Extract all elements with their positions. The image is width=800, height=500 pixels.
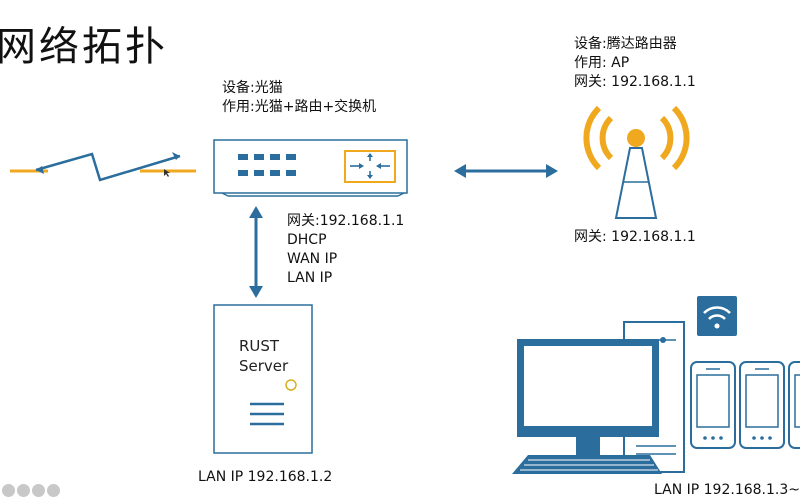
prev-slide-icon[interactable] [2, 484, 15, 497]
phone-icon [690, 361, 736, 449]
router-device-label: 设备:腾达路由器 [574, 36, 677, 52]
modem-router-link [454, 164, 558, 178]
desktop-icon [512, 321, 685, 474]
zoom-icon[interactable] [32, 484, 45, 497]
modem-icon [213, 139, 408, 197]
server-label-line1: RUST [239, 337, 280, 355]
modem-device-label: 设备:光猫 [222, 80, 283, 96]
router-info: 设备:腾达路由器 作用: AP 网关: 192.168.1.1 [574, 35, 696, 92]
wifi-icon [697, 296, 737, 336]
modem-server-link [249, 206, 263, 298]
lightning-icon [35, 152, 181, 182]
server-label: RUST Server [239, 336, 288, 376]
page-title: 网络拓扑 [0, 24, 168, 70]
menu-icon[interactable] [47, 484, 60, 497]
slide-toolbar [2, 484, 60, 497]
server-icon [213, 304, 313, 454]
phone-icon [788, 361, 800, 449]
router-gateway-below: 网关: 192.168.1.1 [574, 229, 696, 245]
router-icon [583, 105, 690, 219]
server-label-line2: Server [239, 357, 289, 375]
services-dhcp: DHCP [287, 232, 327, 248]
fiber-link [10, 152, 196, 182]
router-role-label: 作用: AP [574, 55, 630, 71]
services-lan-ip: LAN IP [287, 270, 333, 286]
server-lan-ip: LAN IP 192.168.1.2 [198, 469, 333, 485]
phone-icon [739, 361, 785, 449]
next-slide-icon[interactable] [17, 484, 30, 497]
modem-services: 网关:192.168.1.1 DHCP WAN IP LAN IP [287, 212, 404, 288]
router-gateway-label: 网关: 192.168.1.1 [574, 74, 696, 90]
modem-info: 设备:光猫 作用:光猫+路由+交换机 [222, 79, 376, 117]
clients-lan-ip: LAN IP 192.168.1.3~ [654, 482, 800, 498]
services-wan-ip: WAN IP [287, 251, 338, 267]
services-gateway: 网关:192.168.1.1 [287, 213, 405, 229]
modem-role-label: 作用:光猫+路由+交换机 [222, 99, 377, 115]
